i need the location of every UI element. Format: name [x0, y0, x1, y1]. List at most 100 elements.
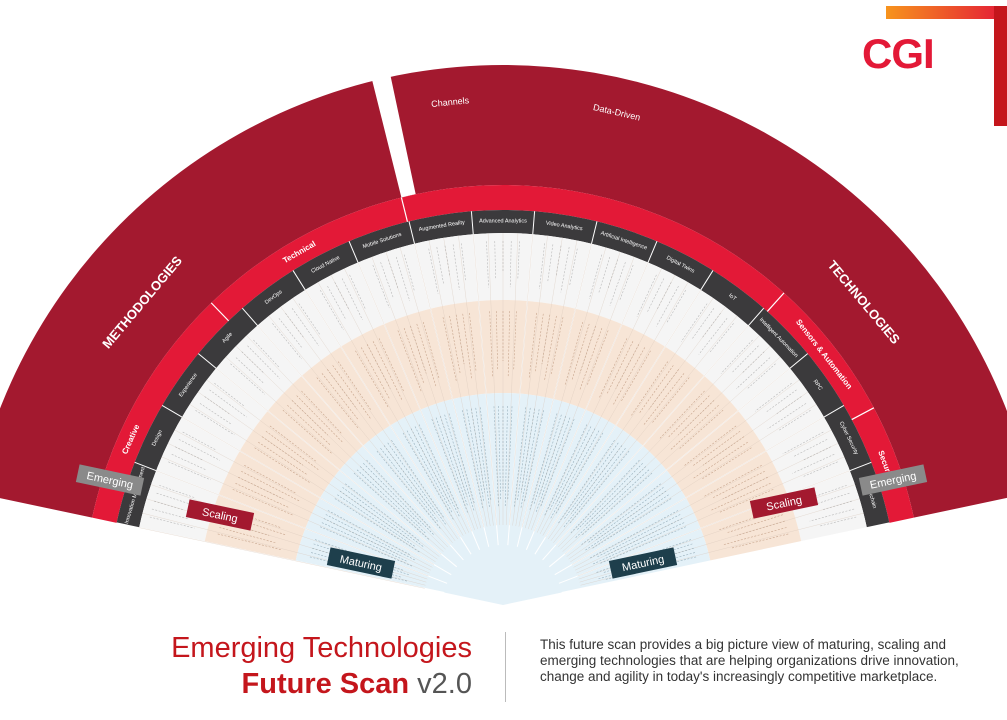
entry-text-line [345, 483, 420, 541]
category-divider [851, 407, 875, 421]
entry-text-line [589, 510, 679, 559]
sub-divider [509, 234, 533, 526]
entry-text-line [767, 403, 807, 430]
sub-divider [548, 298, 714, 540]
entry-text-line [765, 389, 797, 413]
entry-text-line [557, 440, 615, 525]
entry-text-line [524, 410, 544, 502]
entry-text-line [681, 303, 708, 342]
scaling-ring [204, 299, 802, 561]
entry-text-line [372, 341, 403, 401]
entry-text-line [736, 520, 785, 536]
category-divider [766, 292, 785, 312]
emerging-ring [139, 232, 867, 542]
entry-text-line [656, 285, 679, 327]
entry-text-line [563, 448, 626, 528]
entry-text-line [334, 282, 349, 309]
sub-divider [521, 243, 592, 528]
entry-text-line [496, 311, 498, 370]
sub-divider [545, 289, 701, 538]
entry-text-line [607, 259, 618, 289]
entry-text-line [517, 407, 531, 501]
entry-text-line [159, 485, 196, 499]
entry-text-line [564, 442, 619, 519]
entry-text-line [579, 328, 603, 391]
sub-divider [371, 256, 475, 531]
entry-text-line [609, 262, 626, 306]
sub-divider [317, 282, 464, 536]
entry-text-line [584, 494, 669, 551]
entry-text-line [416, 323, 437, 388]
sub-divider [181, 416, 435, 565]
entry-text-line [598, 338, 628, 399]
dark-band-label: Advanced Analytics [479, 218, 527, 224]
entry-text-line [272, 323, 302, 360]
entry-text-line [722, 476, 768, 500]
entry-text-line [349, 274, 366, 310]
sub-divider [473, 234, 497, 526]
entry-text-line [564, 321, 584, 386]
sub-divider [534, 262, 649, 532]
cgi-logo: CGI [862, 30, 935, 77]
entry-text-line [327, 510, 410, 555]
sub-divider [257, 325, 451, 545]
entry-text-line [258, 441, 307, 475]
entry-text-line [291, 400, 329, 436]
entry-text-line [803, 446, 831, 461]
entry-text-line [428, 248, 439, 294]
entry-text-line [444, 245, 451, 276]
entry-text-line [462, 313, 473, 380]
entry-text-line [356, 469, 426, 534]
entry-text-line [782, 431, 824, 455]
entry-text-line [504, 406, 508, 508]
entry-text-line [444, 414, 475, 512]
entry-text-line [509, 241, 512, 288]
entry-text-line [296, 395, 344, 443]
entry-text-line [668, 395, 710, 438]
entry-text-line [265, 430, 320, 471]
entry-text-line [535, 313, 544, 372]
sub-divider [161, 456, 430, 574]
entry-text-line [360, 347, 390, 399]
entry-text-line [813, 492, 850, 506]
entry-text-line [278, 318, 303, 349]
entry-text-line [168, 461, 211, 481]
entry-text-line [320, 290, 344, 331]
entry-text-line [334, 498, 421, 553]
entry-text-line [643, 373, 685, 426]
entry-text-line [600, 526, 687, 564]
entry-text-line [486, 241, 489, 288]
entry-text-line [151, 508, 189, 520]
entry-text-line [388, 259, 399, 289]
entry-text-line [319, 526, 414, 567]
entry-text-line [607, 341, 634, 394]
entry-text-line [232, 489, 294, 516]
entry-text-line [549, 426, 592, 511]
entry-text-line [544, 315, 557, 381]
sub-divider [189, 404, 436, 562]
sub-divider [562, 356, 781, 552]
entry-text-line [569, 248, 578, 286]
sub-divider [558, 335, 760, 548]
entry-text-line [736, 357, 771, 390]
entry-text-line [742, 351, 765, 373]
entry-text-line [261, 436, 304, 466]
entry-text-line [579, 325, 596, 374]
entry-text-line [321, 522, 407, 562]
entry-text-line [366, 344, 391, 389]
entry-text-line [657, 282, 672, 309]
entry-text-line [540, 419, 575, 507]
entry-text-line [156, 492, 201, 508]
title-future-scan: Future Scan [241, 668, 410, 700]
entry-text-line [710, 482, 771, 511]
entry-text-line [341, 278, 363, 320]
entry-text-line [598, 256, 611, 294]
entry-text-line [677, 400, 715, 436]
sub-divider [206, 379, 440, 557]
sub-divider [536, 268, 662, 533]
entry-text-line [513, 407, 527, 508]
entry-text-line [332, 365, 372, 420]
fan-sectors [0, 64, 1007, 605]
sub-divider [555, 325, 749, 545]
